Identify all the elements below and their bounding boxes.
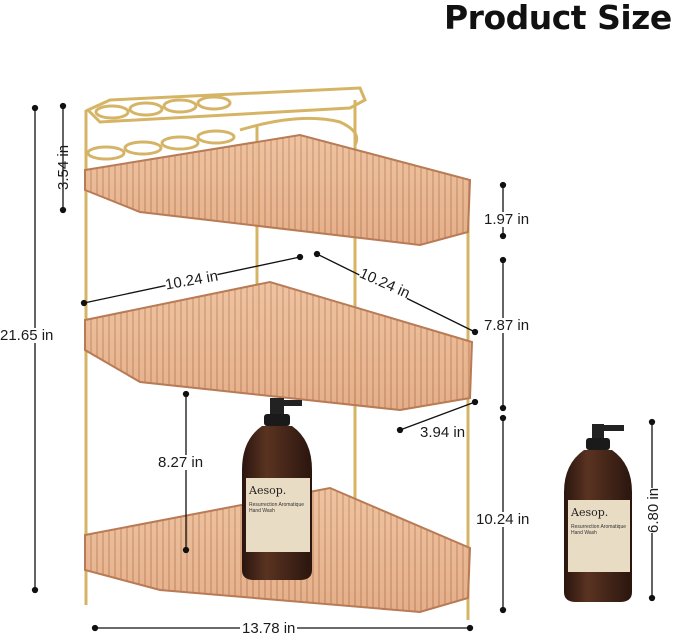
bottle-brand-label: Aesop. (249, 484, 287, 497)
top-tray (84, 133, 472, 247)
dim-front-width: 3.94 in (420, 424, 466, 441)
shampoo-bottle (242, 398, 312, 580)
dim-total-width: 13.78 in (240, 620, 298, 637)
standalone-bottle-brand-label: Aesop. (571, 506, 609, 519)
middle-tray (84, 280, 474, 412)
dim-top-holder-height: 3.54 in (55, 144, 72, 190)
dim-tray-height: 1.97 in (484, 211, 530, 228)
dim-lower-shelf-gap: 8.27 in (158, 454, 204, 471)
dim-upper-shelf-gap: 7.87 in (484, 317, 530, 334)
dim-total-height: 21.65 in (0, 327, 54, 344)
bottle-product-label: Resurrection Aromatique Hand Wash (249, 502, 305, 514)
dim-bottom-gap: 10.24 in (476, 511, 530, 528)
toothbrush-holder (85, 86, 367, 161)
page-title: Product Size (444, 0, 672, 37)
dim-bottle-height: 6.80 in (645, 487, 662, 533)
standalone-bottle-product-label: Resurrection Aromatique Hand Wash (571, 524, 627, 536)
standalone-bottle (564, 424, 632, 602)
